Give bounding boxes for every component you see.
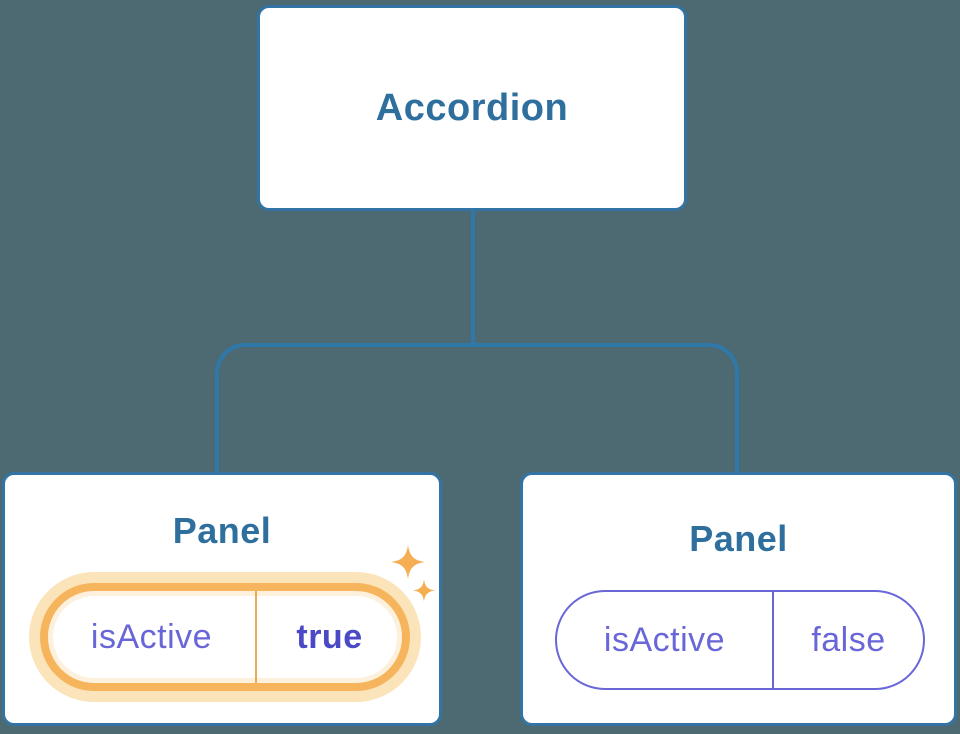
panel-node-label: Panel xyxy=(689,518,788,559)
pill-divider xyxy=(772,592,774,688)
state-pill-active: isActive true xyxy=(40,583,410,691)
state-pill-inactive: isActive false xyxy=(555,590,925,690)
connector-branch-line xyxy=(215,343,739,472)
state-value-label: true xyxy=(296,617,363,656)
sparkle-icon xyxy=(413,579,435,602)
accordion-node-label: Accordion xyxy=(375,86,569,129)
pill-divider xyxy=(255,591,257,683)
state-value-label: false xyxy=(811,620,886,659)
accordion-node: Accordion xyxy=(257,5,687,211)
panel-node-label: Panel xyxy=(172,510,272,551)
sparkle-icon xyxy=(391,545,425,579)
panel-node-active: Panel isActive true xyxy=(2,472,442,726)
panel-node-inactive: Panel isActive false xyxy=(520,472,957,726)
connector-stem-line xyxy=(471,209,475,347)
state-key-label: isActive xyxy=(603,620,726,659)
state-key-label: isActive xyxy=(90,617,213,656)
